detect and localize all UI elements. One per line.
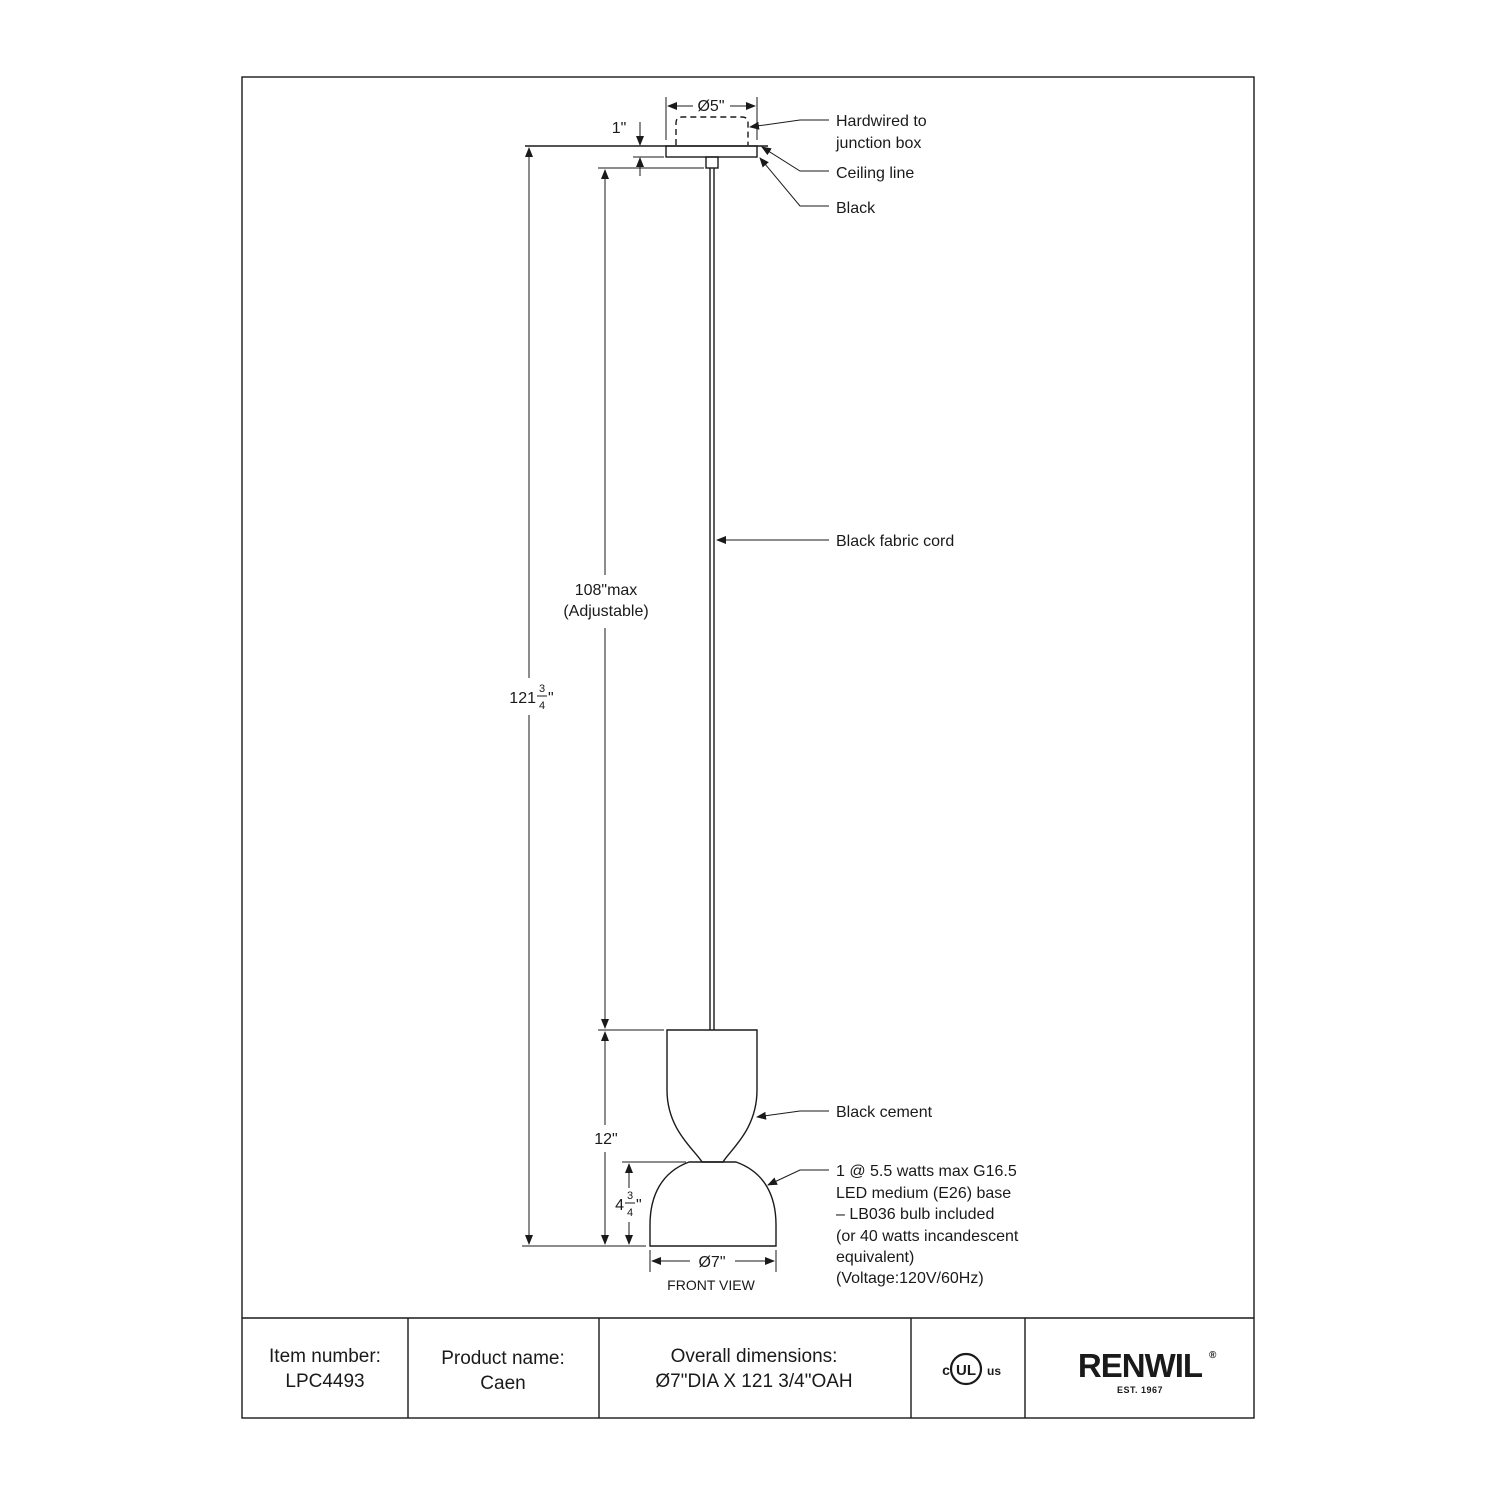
overall-height-num: 3: [539, 683, 545, 695]
dimension-lines: [522, 97, 777, 1272]
lower-height-unit: ": [636, 1197, 642, 1214]
product-name-label: Product name:: [441, 1348, 565, 1369]
overall-height-whole: 121: [509, 690, 536, 707]
canopy-dia-label: Ø5": [697, 98, 724, 115]
shade-dia-label: Ø7": [698, 1254, 725, 1271]
front-view-label: FRONT VIEW: [667, 1277, 755, 1293]
callout-bulb-4: (or 40 watts incandescent: [836, 1228, 1019, 1245]
callout-labels: Hardwired to junction box Ceiling line B…: [835, 113, 1019, 1287]
callout-cord: Black fabric cord: [836, 533, 954, 550]
callout-ceiling-line: Ceiling line: [836, 165, 914, 182]
item-number-label: Item number:: [269, 1346, 381, 1367]
shade-height-label: 12": [594, 1131, 617, 1148]
title-block: Item number: LPC4493 Product name: Caen …: [269, 1318, 1217, 1418]
canopy-height-label: 1": [612, 120, 627, 137]
overall-height-unit: ": [548, 690, 554, 707]
lower-height-whole: 4: [615, 1197, 624, 1214]
renwil-logo: RENWIL ® EST. 1967: [1078, 1347, 1217, 1395]
overall-dimensions-label: Overall dimensions:: [671, 1346, 838, 1367]
overall-height-den: 4: [539, 700, 545, 712]
cul-us-certification-icon: c UL us: [942, 1352, 1001, 1386]
cert-c: c: [942, 1362, 950, 1378]
callout-bulb-5: equivalent): [836, 1249, 914, 1266]
lower-height-den: 4: [627, 1207, 633, 1219]
callout-bulb-1: 1 @ 5.5 watts max G16.5: [836, 1163, 1017, 1180]
lower-height-num: 3: [627, 1190, 633, 1202]
brand-registered-mark: ®: [1209, 1350, 1217, 1361]
cert-ul: UL: [956, 1362, 976, 1379]
upper-shade: [666, 1029, 758, 1163]
callout-cement: Black cement: [836, 1104, 933, 1121]
junction-box: [675, 116, 749, 145]
callout-leaders: [716, 119, 829, 1186]
product-name-value: Caen: [480, 1373, 525, 1394]
cord-adjustable-label: (Adjustable): [563, 603, 648, 620]
callout-black: Black: [836, 200, 876, 217]
callout-hardwired-1: Hardwired to: [836, 113, 927, 130]
callout-hardwired-2: junction box: [835, 135, 921, 152]
dimension-labels: Ø5" 1" 108"max (Adjustable) 121 3 4 " 12…: [509, 98, 755, 1293]
lower-shade: [649, 1161, 777, 1247]
canopy-neck: [705, 156, 719, 169]
callout-bulb-3: – LB036 bulb included: [836, 1206, 994, 1223]
brand-established: EST. 1967: [1117, 1385, 1163, 1395]
cord-max-label: 108"max: [575, 582, 638, 599]
overall-dimensions-value: Ø7"DIA X 121 3/4"OAH: [655, 1371, 852, 1392]
drawing-frame: [241, 76, 1255, 1419]
item-number-value: LPC4493: [285, 1371, 364, 1392]
brand-name: RENWIL: [1078, 1347, 1203, 1384]
cert-us: us: [987, 1364, 1001, 1378]
callout-bulb-6: (Voltage:120V/60Hz): [836, 1270, 984, 1287]
canopy: [665, 145, 758, 158]
callout-bulb-2: LED medium (E26) base: [836, 1185, 1011, 1202]
pendant-drawing: [525, 116, 777, 1247]
